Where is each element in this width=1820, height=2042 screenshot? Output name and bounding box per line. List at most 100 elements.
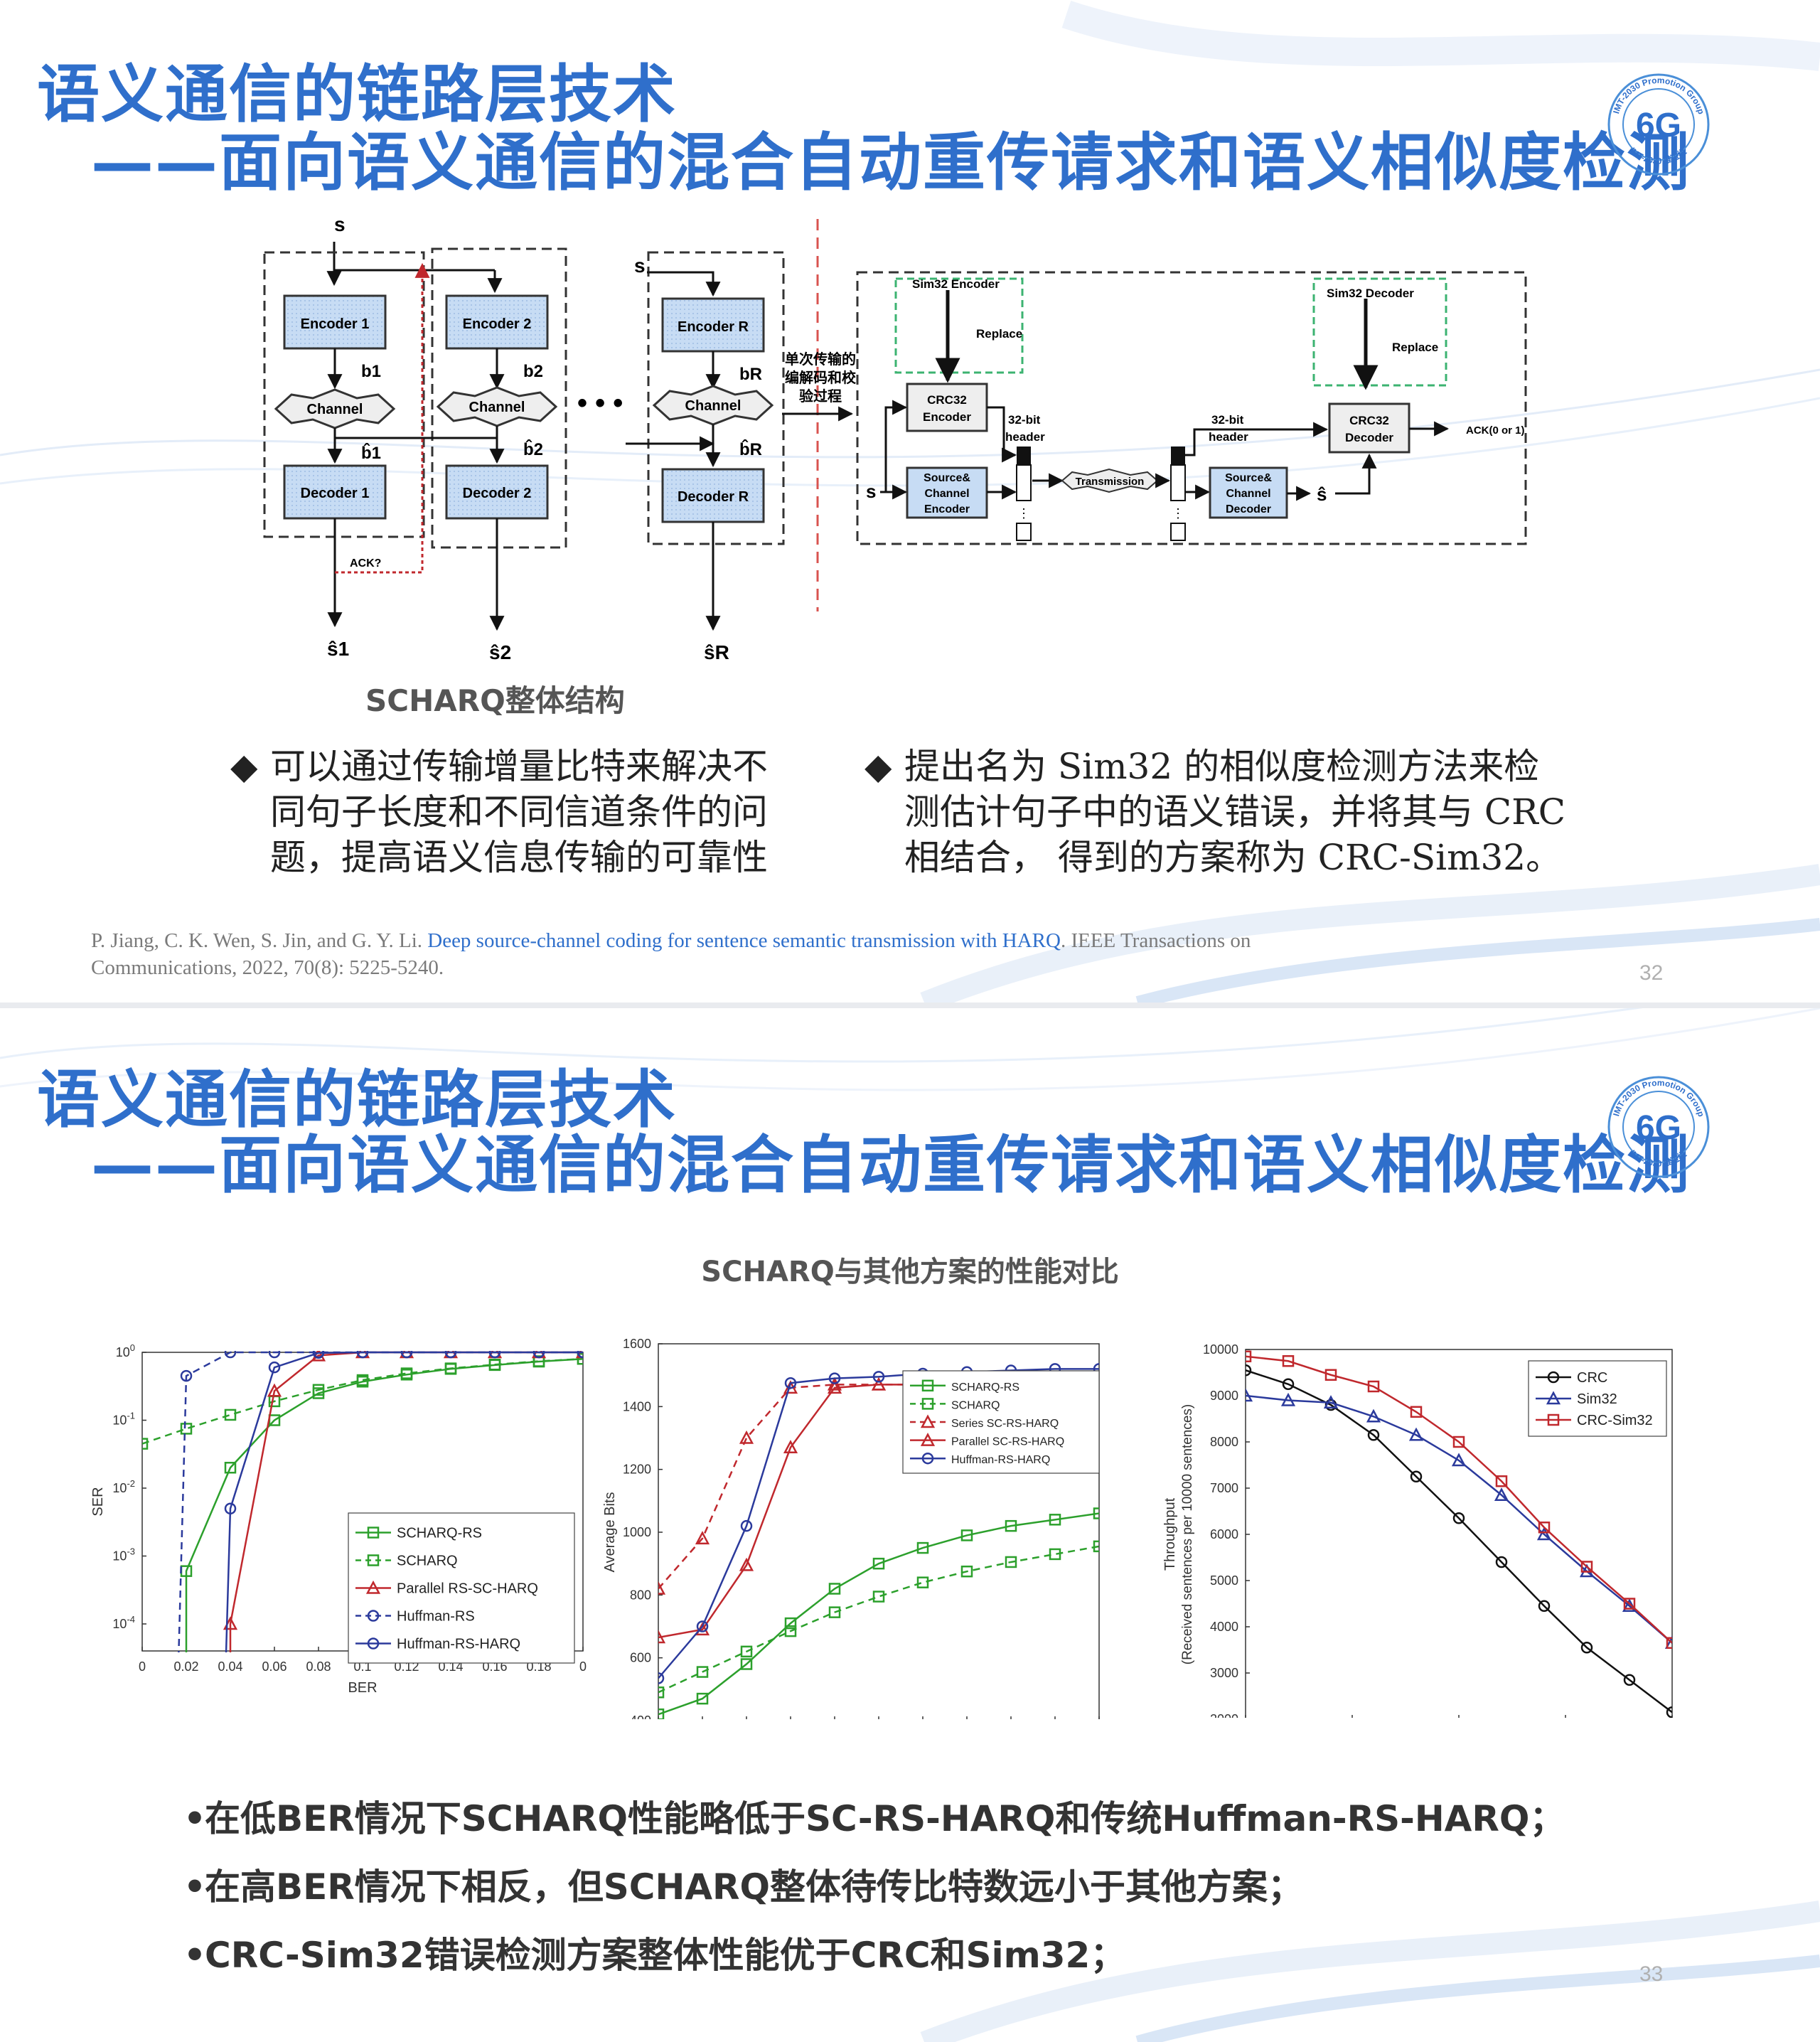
legend-marker [365, 1580, 381, 1594]
average-bits-chart: 00.020.040.060.080.10.120.140.160.180.24… [602, 1337, 1100, 1719]
legend-marker [367, 1554, 380, 1566]
sim32-decoder-label: Sim32 Decoder [1327, 287, 1414, 300]
data-point [784, 1625, 797, 1637]
logo-text: 6G [1636, 107, 1681, 144]
side-note-3: 验过程 [799, 387, 842, 405]
y-tick-label: 10-1 [112, 1410, 135, 1427]
data-point [1324, 1369, 1337, 1381]
slide-title: 语义通信的链路层技术 [37, 58, 678, 131]
reference-link[interactable]: Deep source-channel coding for sentence … [427, 929, 1061, 952]
data-point [1536, 1527, 1552, 1541]
svg-text:Source&: Source& [924, 472, 970, 484]
data-point [577, 1351, 583, 1359]
legend-entry: SCHARQ [951, 1399, 1000, 1411]
data-point [696, 1620, 709, 1632]
data-point [872, 1591, 885, 1603]
series-scharq-rs [658, 1507, 1099, 1719]
legend-marker [367, 1637, 380, 1650]
data-point [224, 1408, 237, 1421]
data-point [312, 1351, 325, 1359]
series-huffman-rs-harq [658, 1363, 1099, 1684]
legend-marker [1547, 1413, 1560, 1426]
series-line [658, 1512, 1099, 1716]
y-tick-label: 10-3 [112, 1546, 135, 1563]
data-point [1280, 1392, 1296, 1406]
data-point [739, 1430, 754, 1444]
data-point [142, 1438, 149, 1450]
y-tick-label: 10000 [1203, 1342, 1238, 1357]
data-point [1623, 1598, 1636, 1610]
svg-text:ŝ: ŝ [1317, 483, 1327, 505]
data-point [1580, 1561, 1593, 1573]
legend-entry: Parallel RS-SC-HARQ [397, 1581, 538, 1597]
data-point [400, 1351, 413, 1359]
data-point [783, 1440, 798, 1453]
data-point [1494, 1487, 1509, 1501]
data-point [1538, 1600, 1551, 1612]
ack-output-label: ACK(0 or 1) [1466, 424, 1525, 437]
page-number: 32 [1639, 961, 1664, 985]
decoder-1: Decoder 1 [301, 486, 370, 501]
data-point [658, 1686, 665, 1699]
chart-section-title: SCHARQ与其他方案的性能对比 [701, 1256, 1119, 1288]
sim32-encoder-label: Sim32 Encoder [912, 277, 1000, 291]
bullet-mark: ◆ [230, 746, 258, 787]
encoder-2: Encoder 2 [463, 316, 532, 332]
legend-marker [1546, 1391, 1561, 1405]
svg-text:Channel: Channel [924, 488, 969, 500]
data-point [1049, 1514, 1061, 1526]
data-point [488, 1358, 501, 1371]
slide-title: 语义通信的链路层技术 [37, 1063, 678, 1136]
legend-entry: CRC-Sim32 [1577, 1413, 1653, 1428]
svg-text:s: s [634, 255, 646, 277]
br-label: bR [739, 365, 762, 384]
legend-entry: Huffman-RS-HARQ [397, 1637, 520, 1652]
data-point [311, 1351, 326, 1362]
replace-label-2: Replace [1392, 341, 1438, 354]
legend-entry: SCHARQ-RS [951, 1381, 1019, 1394]
x-tick-label: 0.04 [218, 1659, 242, 1674]
y-tick-label: 10-2 [112, 1478, 135, 1495]
data-point [1451, 1453, 1467, 1467]
data-point [180, 1423, 193, 1435]
b1-hat-label: b̂1 [361, 443, 381, 463]
data-point [1246, 1350, 1252, 1362]
data-point [828, 1606, 841, 1618]
imt2030-logo: IMT-2030 Promotion Group IMT-2030 推进组 6G [1607, 73, 1710, 176]
page-number: 33 [1639, 1962, 1664, 1986]
data-point [224, 1351, 237, 1359]
data-point [1452, 1512, 1465, 1524]
x-tick-label: 0.08 [306, 1659, 331, 1674]
y-tick-label: 4000 [1210, 1620, 1238, 1634]
b2-hat-label: b̂2 [523, 439, 543, 459]
transmission-label: Transmission [1076, 476, 1145, 488]
data-point [828, 1583, 841, 1595]
data-point [1580, 1642, 1593, 1654]
svg-text:Encoder: Encoder [924, 503, 970, 515]
bullet-left: ◆ 可以通过传输增量比特来解决不 同句子长度和不同信道条件的问 题，提高语义信息… [230, 744, 810, 880]
series-line [1246, 1355, 1672, 1644]
legend-marker [921, 1398, 934, 1410]
data-point [444, 1351, 457, 1359]
data-point [658, 1630, 666, 1644]
decoder-r: Decoder R [678, 489, 749, 505]
slide-32: 语义通信的链路层技术 ——面向语义通信的混合自动重传请求和语义相似度检测 IMT… [0, 0, 1820, 1003]
data-point [1005, 1556, 1017, 1568]
data-point [400, 1367, 413, 1379]
legend-marker [920, 1414, 936, 1428]
slide-subtitle: ——面向语义通信的混合自动重传请求和语义相似度检测 [91, 1128, 1691, 1202]
data-point [224, 1502, 237, 1514]
series-scharq [142, 1353, 583, 1450]
svg-text:32-bit: 32-bit [1008, 413, 1041, 427]
y-tick-label: 400 [630, 1714, 651, 1719]
bullet-right: ◆ 提出名为 Sim32 的相似度检测方法来检 测估计句子中的语义错误，并将其与… [864, 744, 1658, 880]
data-point [577, 1353, 583, 1365]
data-point [224, 1462, 237, 1474]
ack-label: ACK? [350, 557, 381, 570]
svg-text:s: s [866, 481, 876, 502]
legend-entry: Parallel SC-RS-HARQ [951, 1436, 1064, 1448]
data-point [960, 1565, 973, 1578]
point-2: •在高BER情况下相反，但SCHARQ整体待传比特数远小于其他方案； [183, 1866, 1304, 1908]
legend-marker [920, 1432, 936, 1446]
